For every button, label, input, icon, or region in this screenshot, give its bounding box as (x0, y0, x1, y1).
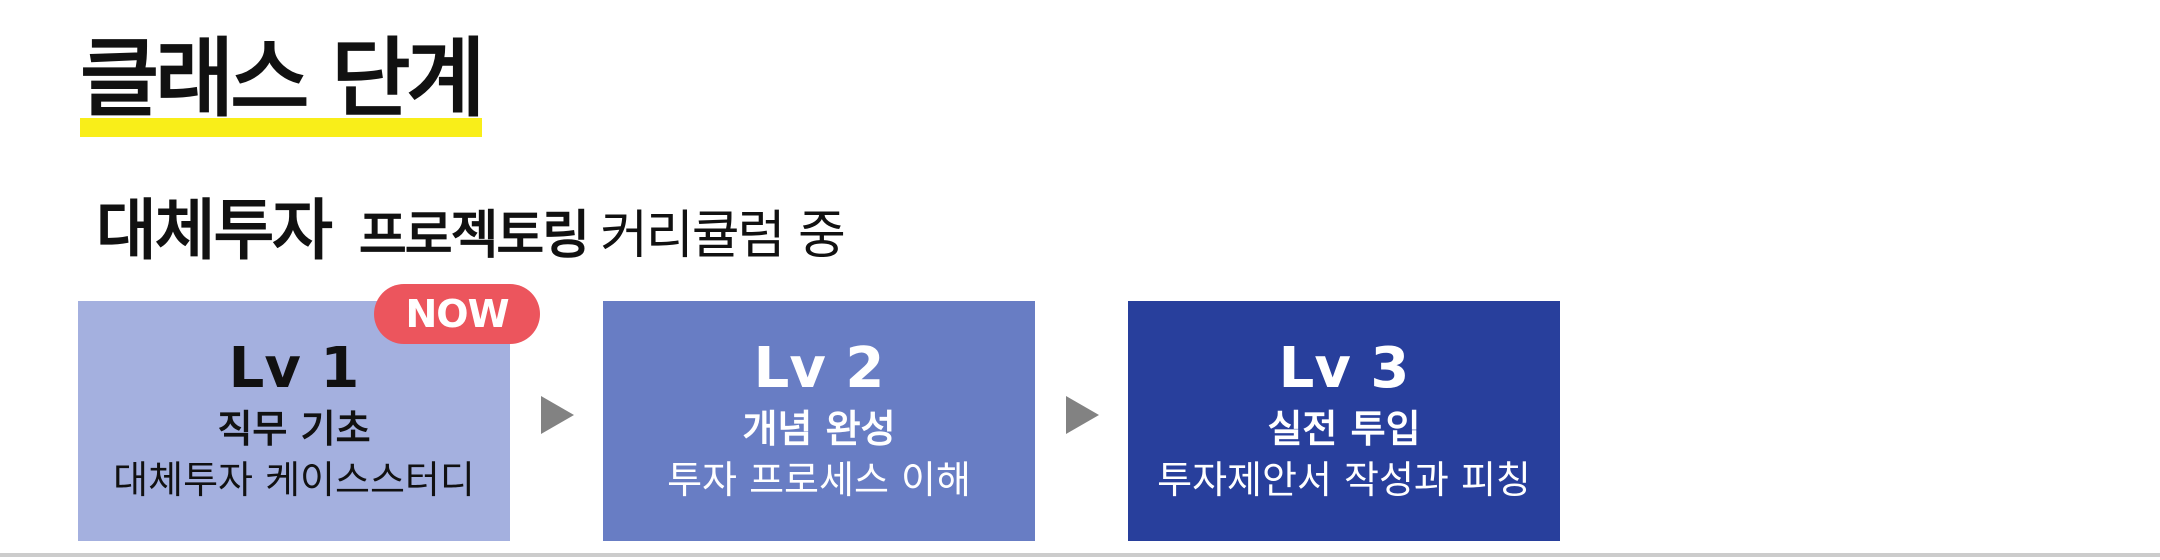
level-detail: 투자제안서 작성과 피칭 (1157, 458, 1531, 502)
level-detail: 투자 프로세스 이해 (667, 458, 971, 502)
title-highlight (80, 118, 482, 137)
level-desc: 개념 완성 (742, 407, 896, 451)
level-card-1: Lv 1 직무 기초 대체투자 케이스스터디 (78, 301, 510, 541)
level-name: Lv 2 (753, 336, 885, 401)
subtitle-program: 프로젝토링 (358, 206, 590, 266)
level-card-3: Lv 3 실전 투입 투자제안서 작성과 피칭 (1128, 301, 1560, 541)
subtitle-main: 대체투자 (96, 192, 333, 269)
subtitle-suffix: 커리큘럼 중 (600, 206, 846, 266)
bottom-divider (0, 553, 2160, 557)
level-desc: 직무 기초 (217, 407, 371, 451)
page-title-block: 클래스 단계 (80, 29, 486, 137)
page-title: 클래스 단계 (80, 29, 486, 129)
level-card-2: Lv 2 개념 완성 투자 프로세스 이해 (603, 301, 1035, 541)
now-badge: NOW (374, 284, 540, 344)
play-arrow-icon (541, 396, 574, 434)
level-name: Lv 3 (1278, 336, 1410, 401)
level-desc: 실전 투입 (1267, 407, 1421, 451)
play-arrow-icon (1066, 396, 1099, 434)
level-name: Lv 1 (228, 336, 360, 401)
level-detail: 대체투자 케이스스터디 (113, 458, 475, 502)
